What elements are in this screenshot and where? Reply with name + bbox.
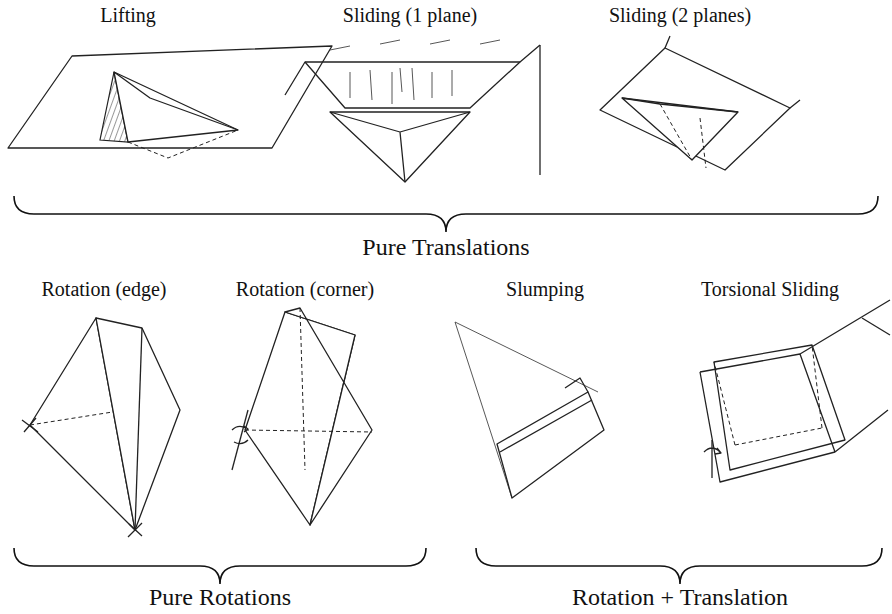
sliding-one-plane-sketch [285, 40, 540, 182]
mode-label: Torsional Sliding [699, 278, 841, 301]
group-brace [14, 548, 426, 584]
group-brace [476, 548, 882, 584]
mode-label: Sliding (2 planes) [607, 4, 753, 27]
mode-label: Sliding (1 plane) [341, 4, 479, 27]
mode-label: Rotation (corner) [234, 278, 376, 301]
mode-label: Lifting [98, 4, 158, 27]
mode-label: Rotation (edge) [40, 278, 169, 301]
rotation-corner-sketch [232, 308, 372, 525]
slumping-sketch [455, 322, 604, 498]
mode-label: Slumping [504, 278, 586, 301]
lifting-sketch [8, 46, 332, 158]
sliding-two-planes-sketch [600, 36, 800, 170]
group-brace [14, 196, 878, 232]
group-label: Pure Translations [360, 234, 531, 262]
group-label: Pure Rotations [147, 584, 293, 612]
rotation-edge-sketch [22, 318, 180, 537]
group-label: Rotation + Translation [570, 584, 790, 612]
torsional-sliding-sketch [700, 300, 890, 482]
